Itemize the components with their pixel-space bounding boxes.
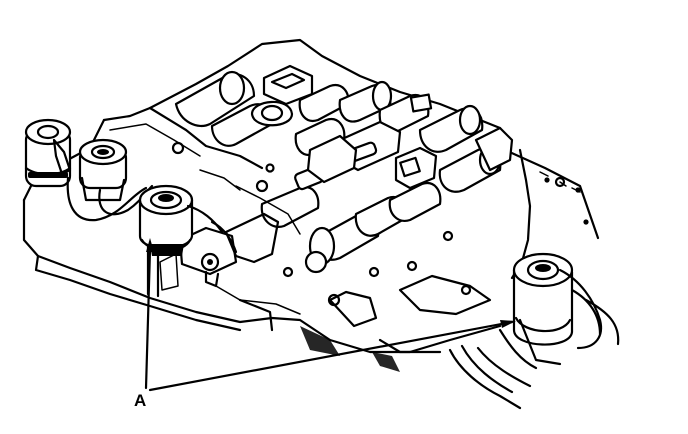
callout-a-leaders xyxy=(144,238,516,392)
solenoid-a-right xyxy=(448,252,620,410)
left-solenoids xyxy=(24,118,172,222)
spool-valves-back xyxy=(174,64,514,193)
spool-valves-front xyxy=(260,134,442,274)
solenoid-a-left xyxy=(138,184,238,256)
casting-shadow xyxy=(238,298,442,372)
callout-label-a: A xyxy=(134,391,147,410)
bolt-holes xyxy=(171,141,566,307)
